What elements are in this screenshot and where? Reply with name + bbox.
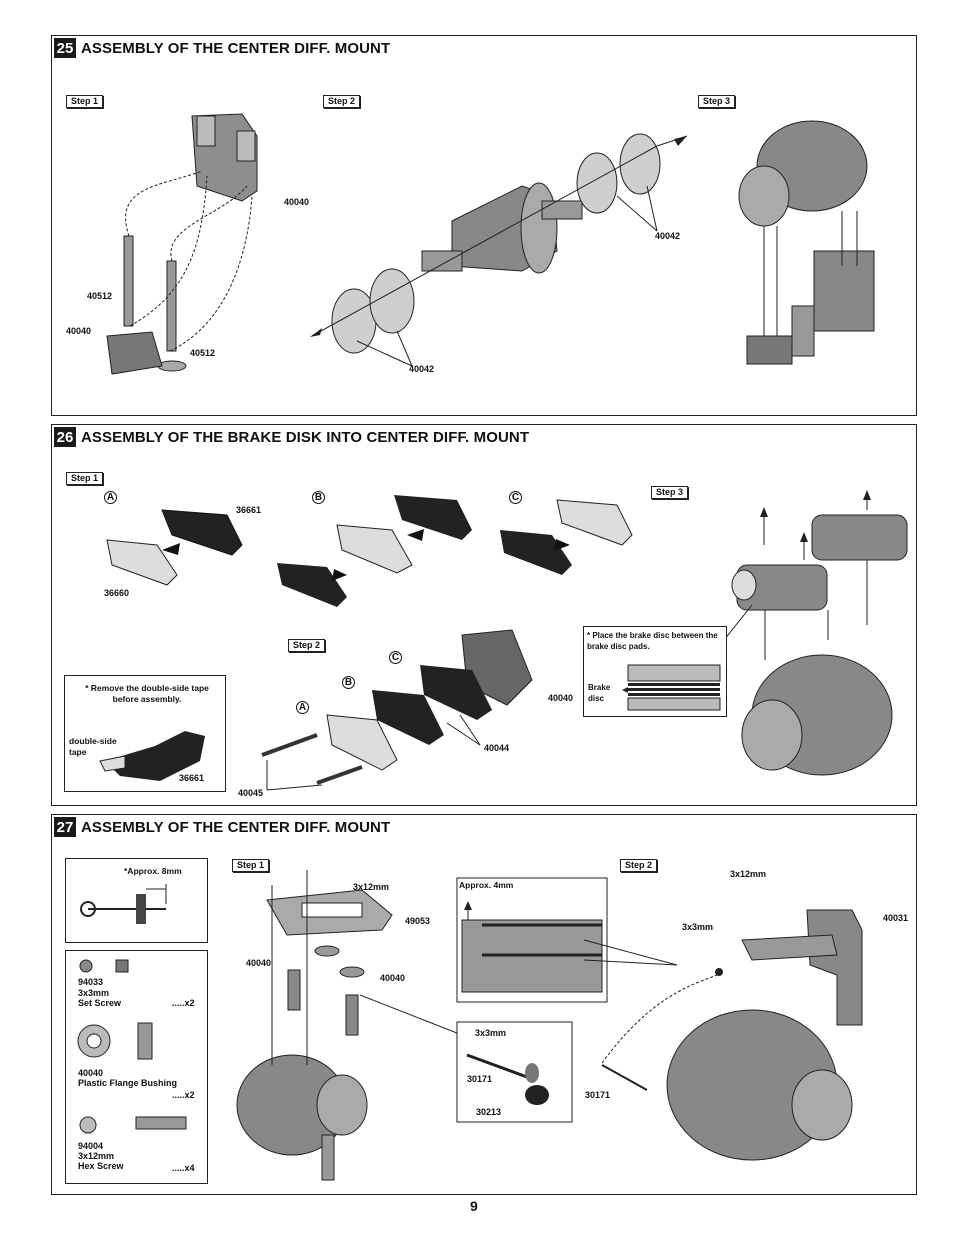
marker-a: A: [104, 491, 117, 504]
part-number: 40040: [66, 326, 92, 336]
section-27: 27 ASSEMBLY OF THE CENTER DIFF. MOUNT St…: [51, 814, 917, 1195]
section-number: 25: [54, 38, 76, 58]
section-number: 26: [54, 427, 76, 447]
part-number: 36660: [104, 588, 130, 598]
marker-b: B: [312, 491, 325, 504]
section-25: 25 ASSEMBLY OF THE CENTER DIFF. MOUNT St…: [51, 35, 917, 416]
section-title: ASSEMBLY OF THE CENTER DIFF. MOUNT: [81, 818, 391, 836]
part-code: 40040: [78, 1068, 104, 1078]
step-label: Step 3: [651, 486, 689, 499]
pad-with-tape-illustration: [99, 731, 205, 781]
marker-c: C: [389, 651, 402, 664]
approx-4mm-label: Approx. 4mm: [459, 880, 514, 890]
marker-a: A: [296, 701, 309, 714]
section-title: ASSEMBLY OF THE CENTER DIFF. MOUNT: [81, 39, 391, 57]
part-qty: .....x4: [172, 1163, 195, 1173]
screw-size: 3x12mm: [353, 882, 390, 892]
step-label: Step 1: [66, 472, 104, 485]
part-number: 36661: [179, 773, 205, 783]
part-number: 40044: [484, 743, 510, 753]
section-title: ASSEMBLY OF THE BRAKE DISK INTO CENTER D…: [81, 428, 530, 446]
part-number: 40040: [246, 958, 272, 968]
marker-b: B: [342, 676, 355, 689]
part-desc: Plastic Flange Bushing: [78, 1078, 178, 1088]
marker-c: C: [509, 491, 522, 504]
section-header: 26 ASSEMBLY OF THE BRAKE DISK INTO CENTE…: [54, 427, 529, 447]
part-desc: Set Screw: [78, 998, 122, 1008]
part-number: 40040: [380, 973, 406, 983]
parts-list-box: 94033 3x3mm Set Screw .....x2 40040 Plas…: [65, 950, 208, 1184]
part-desc: 3x12mm: [78, 1151, 115, 1161]
approx-8mm-box: *Approx. 8mm: [65, 858, 208, 943]
section-header: 27 ASSEMBLY OF THE CENTER DIFF. MOUNT: [54, 817, 390, 837]
brake-note-box: * Place the brake disc between the brake…: [583, 626, 727, 717]
part-code: 94004: [78, 1141, 104, 1151]
step-label: Step 2: [620, 859, 658, 872]
part-number: 40045: [238, 788, 264, 798]
tape-label: double-side tape: [69, 736, 117, 757]
step-label: Step 1: [232, 859, 270, 872]
part-code: 94033: [78, 977, 104, 987]
screw-size: 3x3mm: [475, 1028, 507, 1038]
step-label: Step 2: [323, 95, 361, 108]
section-26: 26 ASSEMBLY OF THE BRAKE DISK INTO CENTE…: [51, 424, 917, 806]
part-number: 40040: [284, 197, 310, 207]
part-number: 40512: [190, 348, 216, 358]
part-qty: .....x2: [172, 998, 195, 1008]
part-number: 36661: [236, 505, 262, 515]
brake-note: * Place the brake disc between the brake…: [587, 631, 718, 651]
part-number: 40042: [409, 364, 435, 374]
part-desc: Hex Screw: [78, 1161, 124, 1171]
section-header: 25 ASSEMBLY OF THE CENTER DIFF. MOUNT: [54, 38, 390, 58]
parts-icons: [77, 959, 187, 1134]
part-number: 30171: [585, 1090, 611, 1100]
part-number: 40512: [87, 291, 113, 301]
part-number: 40042: [655, 231, 681, 241]
part-desc: 3x3mm: [78, 988, 110, 998]
screw-size: 3x12mm: [730, 869, 767, 879]
approx-8mm-label: *Approx. 8mm: [124, 866, 182, 876]
part-number: 30171: [467, 1074, 493, 1084]
step-label: Step 2: [288, 639, 326, 652]
step-label: Step 3: [698, 95, 736, 108]
brake-disc-detail-illustration: [622, 664, 721, 711]
section-number: 27: [54, 817, 76, 837]
step-label: Step 1: [66, 95, 104, 108]
brake-label: Brake disc: [588, 683, 611, 703]
part-qty: .....x2: [172, 1090, 195, 1100]
screw-size: 3x3mm: [682, 922, 714, 932]
center-diff-mount-illustration: [236, 870, 863, 1181]
tape-note-box: * Remove the double-side tape before ass…: [64, 675, 226, 792]
part-number: 49053: [405, 916, 431, 926]
part-number: 40040: [548, 693, 574, 703]
part-number: 30213: [476, 1107, 502, 1117]
part-number: 40031: [883, 913, 909, 923]
linkage-gauge-illustration: [80, 884, 167, 924]
tape-note: * Remove the double-side tape before ass…: [85, 683, 209, 704]
brake-disk-illustration: [106, 490, 908, 791]
diff-mount-step1-illustration: [106, 113, 875, 375]
page-number: 9: [470, 1198, 478, 1214]
